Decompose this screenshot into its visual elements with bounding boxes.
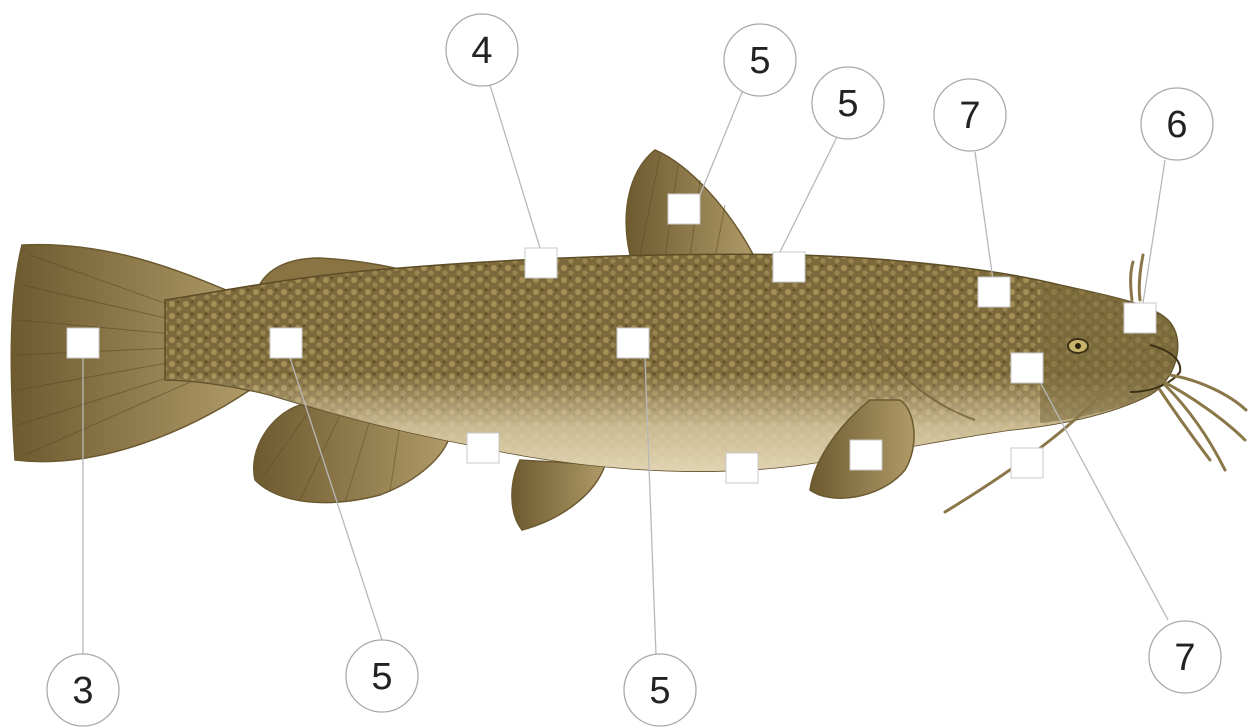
pelvic-fin	[512, 460, 605, 530]
answer-box[interactable]	[1011, 448, 1043, 478]
pupil	[1075, 343, 1081, 349]
answer-box[interactable]	[726, 453, 758, 483]
callout-number: 4	[471, 30, 492, 72]
callout-number: 3	[72, 670, 93, 712]
callout-number: 6	[1166, 104, 1187, 146]
callout-number: 7	[959, 95, 980, 137]
answer-box[interactable]	[67, 328, 99, 358]
callout-number: 5	[837, 83, 858, 125]
answer-box[interactable]	[668, 194, 700, 224]
callout-number: 7	[1174, 637, 1195, 679]
answer-box[interactable]	[270, 328, 302, 358]
callout-number: 5	[371, 656, 392, 698]
answer-box[interactable]	[1011, 353, 1043, 383]
callout-number: 5	[649, 670, 670, 712]
fish-head	[1040, 282, 1178, 423]
answer-box[interactable]	[773, 252, 805, 282]
answer-box[interactable]	[1124, 303, 1156, 333]
answer-box[interactable]	[467, 433, 499, 463]
answer-box[interactable]	[525, 248, 557, 278]
answer-box[interactable]	[850, 440, 882, 470]
callout-number: 5	[749, 40, 770, 82]
answer-box[interactable]	[617, 328, 649, 358]
answer-box[interactable]	[978, 277, 1010, 307]
